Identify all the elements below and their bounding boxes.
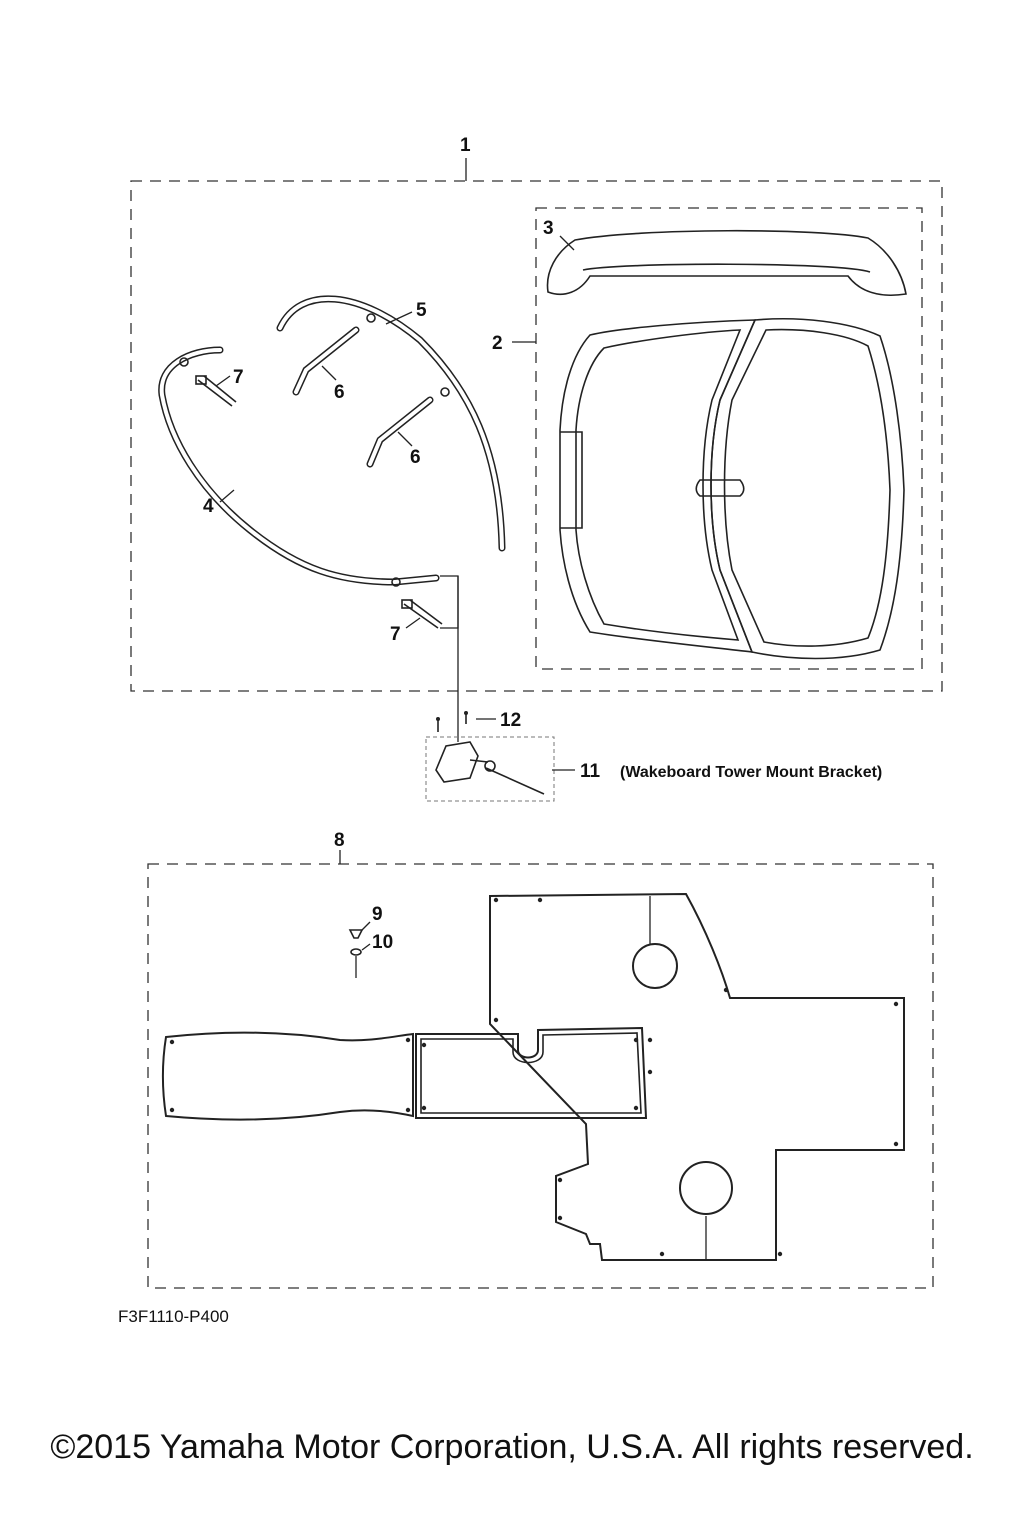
part-4-lower-tube — [158, 346, 440, 587]
copyright-notice: ©2015 Yamaha Motor Corporation, U.S.A. A… — [50, 1428, 974, 1466]
callout-6b: 6 — [410, 447, 421, 468]
part-6-brace-lower — [366, 396, 434, 468]
group-2-boundary — [535, 207, 923, 670]
callout-7b: 7 — [390, 624, 401, 645]
callout-7a: 7 — [233, 367, 244, 388]
callout-1: 1 — [460, 135, 471, 156]
callout-9: 9 — [372, 904, 383, 925]
part-7-fitting-lower — [401, 599, 443, 629]
callout-6a: 6 — [334, 382, 345, 403]
callout-11: 11 — [580, 761, 601, 782]
part-9-fastener — [348, 929, 364, 939]
group-8-boundary — [147, 863, 934, 1289]
part-11-boundary — [425, 736, 555, 802]
part-2-cover — [559, 318, 905, 660]
part-5-upper-tube — [276, 295, 506, 552]
part-6-brace-upper — [292, 326, 360, 396]
callout-4: 4 — [203, 496, 214, 517]
callout-2: 2 — [492, 333, 503, 354]
callout-10: 10 — [372, 932, 393, 953]
part-8-mat-right — [489, 892, 905, 1261]
part-7-fitting-upper — [195, 375, 237, 407]
callout-3: 3 — [543, 218, 554, 239]
diagram-code: F3F1110-P400 — [118, 1307, 229, 1326]
part-8-mat-left — [162, 1031, 414, 1121]
note-11: (Wakeboard Tower Mount Bracket) — [620, 764, 882, 781]
group-1-boundary — [130, 180, 943, 692]
callout-8: 8 — [334, 830, 345, 851]
part-8-mat-middle — [415, 1026, 653, 1119]
callout-5: 5 — [416, 300, 427, 321]
part-10-washer — [350, 948, 362, 978]
callout-12: 12 — [500, 710, 521, 731]
part-11-tower-mount-bracket — [435, 741, 545, 795]
part-3-cover-cap — [546, 229, 907, 296]
part-12-screw — [436, 711, 468, 732]
